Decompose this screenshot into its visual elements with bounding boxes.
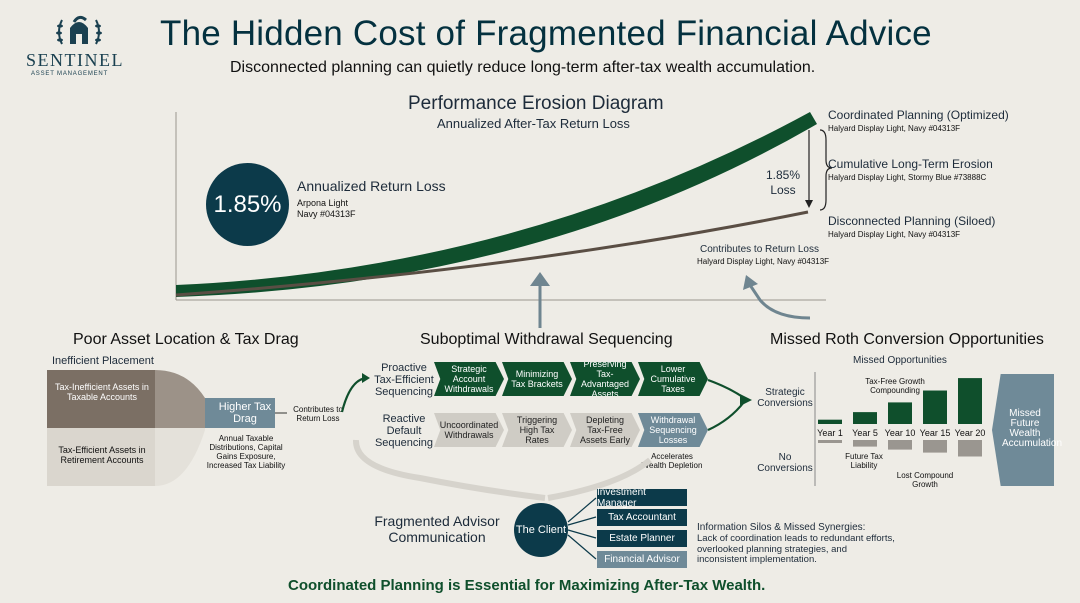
strategic-bar	[888, 402, 912, 424]
arrow-up-right	[748, 284, 811, 320]
reactive-step-3-label: Depleting Tax-Free Assets Early	[579, 415, 630, 445]
page-title: The Hidden Cost of Fragmented Financial …	[160, 14, 932, 53]
reactive-step-4-label: Withdrawal Sequencing Losses	[649, 415, 697, 445]
strategic-label: Strategic Conversions	[757, 387, 813, 409]
tax-drag-box: Higher Tax Drag	[210, 401, 280, 425]
strategic-bar	[958, 378, 982, 424]
tax-drag-note: Annual Taxable Distributions, Capital Ga…	[206, 434, 286, 470]
badge-value: 1.85%	[213, 190, 282, 218]
taxable-box: Tax-Inefficient Assets in Taxable Accoun…	[50, 382, 154, 402]
proactive-label: Proactive Tax-Efficient Sequencing	[374, 362, 434, 398]
no-conversion-bar	[958, 440, 982, 457]
asset-contrib-label: Contributes to Return Loss	[293, 405, 343, 423]
asset-location-funnel	[47, 370, 287, 486]
advisor-heading: Fragmented Advisor Communication	[374, 513, 500, 545]
proactive-step-4: Lower Cumulative Taxes	[638, 362, 708, 396]
coordinated-label: Coordinated Planning (Optimized)	[828, 108, 1009, 122]
accelerates-label: Accelerates Wealth Depletion	[641, 452, 703, 470]
reactive-step-2-label: Triggering High Tax Rates	[516, 415, 558, 445]
reactive-step-1-label: Uncoordinated Withdrawals	[439, 420, 499, 440]
proactive-step-2: Minimizing Tax Brackets	[502, 362, 572, 396]
withdrawal-heading: Suboptimal Withdrawal Sequencing	[420, 331, 673, 348]
badge-label: Annualized Return Loss	[297, 178, 446, 194]
advisor-label: Investment Manager	[597, 486, 646, 509]
silo-text: Lack of coordination leads to redundant …	[697, 533, 895, 565]
disconnected-label: Disconnected Planning (Siloed)	[828, 214, 996, 228]
client-label: The Client	[515, 524, 567, 536]
advisor-estate-planner: Estate Planner	[597, 530, 687, 547]
advisor-financial-advisor: Financial Advisor	[597, 551, 687, 568]
retirement-box: Tax-Efficient Assets in Retirement Accou…	[50, 445, 154, 465]
advisor-label: Financial Advisor	[604, 554, 680, 565]
chart-title: Performance Erosion Diagram	[408, 93, 664, 114]
reactive-step-4: Withdrawal Sequencing Losses	[638, 413, 708, 447]
strategic-bar	[853, 412, 877, 424]
no-conversion-bar	[853, 440, 877, 447]
footer-tagline: Coordinated Planning is Essential for Ma…	[288, 577, 766, 594]
advisor-label: Estate Planner	[609, 533, 675, 544]
reactive-step-3: Depleting Tax-Free Assets Early	[570, 413, 640, 447]
strategic-bar	[818, 419, 842, 424]
proactive-step-3: Preserving Tax-Advantaged Assets	[570, 362, 640, 396]
gap-label: Loss	[770, 183, 796, 197]
retirement-box-label: Tax-Efficient Assets in Retirement Accou…	[58, 445, 146, 465]
no-conversion-bar	[818, 440, 842, 443]
logo-name: SENTINEL	[26, 50, 124, 70]
erosion-label: Cumulative Long-Term Erosion	[828, 157, 993, 171]
advisor-label: Tax Accountant	[608, 512, 676, 523]
logo	[52, 14, 106, 48]
advisor-investment-manager: Investment Manager	[597, 486, 687, 509]
chart-subtitle: Annualized After-Tax Return Loss	[437, 116, 630, 131]
erosion-bracket	[819, 129, 833, 211]
no-conv-label: No Conversions	[757, 452, 813, 474]
return-loss-badge: 1.85%	[206, 163, 289, 246]
proactive-step-3-label: Preserving Tax-Advantaged Assets	[580, 359, 630, 399]
future-tax-label: Future Tax Liability	[845, 452, 883, 470]
disconnected-curve	[175, 210, 809, 297]
badge-note-color: Navy #04313F	[297, 209, 356, 219]
strategic-bar	[923, 390, 947, 424]
year-tick-label: Year 5	[852, 428, 878, 438]
proactive-step-1-label: Strategic Account Withdrawals	[444, 364, 494, 394]
coordinated-note: Halyard Display Light, Navy #04313F	[828, 124, 961, 133]
roth-result-box	[992, 374, 1054, 486]
proactive-step-1: Strategic Account Withdrawals	[434, 362, 504, 396]
year-tick-label: Year 1	[817, 428, 843, 438]
silo-title: Information Silos & Missed Synergies:	[697, 522, 866, 533]
growth-label: Tax-Free Growth Compounding	[865, 377, 925, 395]
contrib-label: Contributes to Return Loss	[700, 244, 819, 255]
reactive-label: Reactive Default Sequencing	[374, 413, 434, 449]
proactive-step-4-label: Lower Cumulative Taxes	[650, 364, 696, 394]
advisor-tax-accountant: Tax Accountant	[597, 509, 687, 526]
placement-label: Inefficient Placement	[52, 355, 154, 367]
no-conversion-bar	[923, 440, 947, 453]
page-subtitle: Disconnected planning can quietly reduce…	[230, 59, 816, 76]
proactive-step-2-label: Minimizing Tax Brackets	[511, 369, 563, 389]
erosion-note: Halyard Display Light, Stormy Blue #7388…	[828, 173, 987, 182]
tax-drag-label: Higher Tax Drag	[218, 401, 272, 425]
gap-value: 1.85%	[765, 168, 801, 182]
roth-heading: Missed Roth Conversion Opportunities	[770, 331, 1044, 348]
missed-opps-label: Missed Opportunities	[853, 355, 947, 366]
lost-growth-label: Lost Compound Growth	[896, 471, 954, 489]
contrib-note: Halyard Display Light, Navy #04313F	[697, 257, 830, 266]
roth-result-label: Missed Future Wealth Accumulation	[1002, 408, 1063, 449]
helmet-laurel-icon	[56, 15, 102, 45]
roth-chart: Year 1 Year 5 Year 10 Year 15 Year 20	[814, 372, 986, 486]
year-tick-label: Year 10	[885, 428, 916, 438]
no-conversion-bar	[888, 440, 912, 450]
client-circle: The Client	[514, 503, 568, 557]
disconnected-note: Halyard Display Light, Navy #04313F	[828, 230, 961, 239]
reactive-step-2: Triggering High Tax Rates	[502, 413, 572, 447]
reactive-step-1: Uncoordinated Withdrawals	[434, 413, 504, 447]
logo-subtitle: ASSET MANAGEMENT	[31, 71, 109, 77]
asset-location-heading: Poor Asset Location & Tax Drag	[73, 331, 299, 348]
year-tick-label: Year 20	[955, 428, 986, 438]
taxable-box-label: Tax-Inefficient Assets in Taxable Accoun…	[55, 382, 149, 402]
year-tick-label: Year 15	[920, 428, 951, 438]
badge-note-font: Arpona Light	[297, 198, 349, 208]
